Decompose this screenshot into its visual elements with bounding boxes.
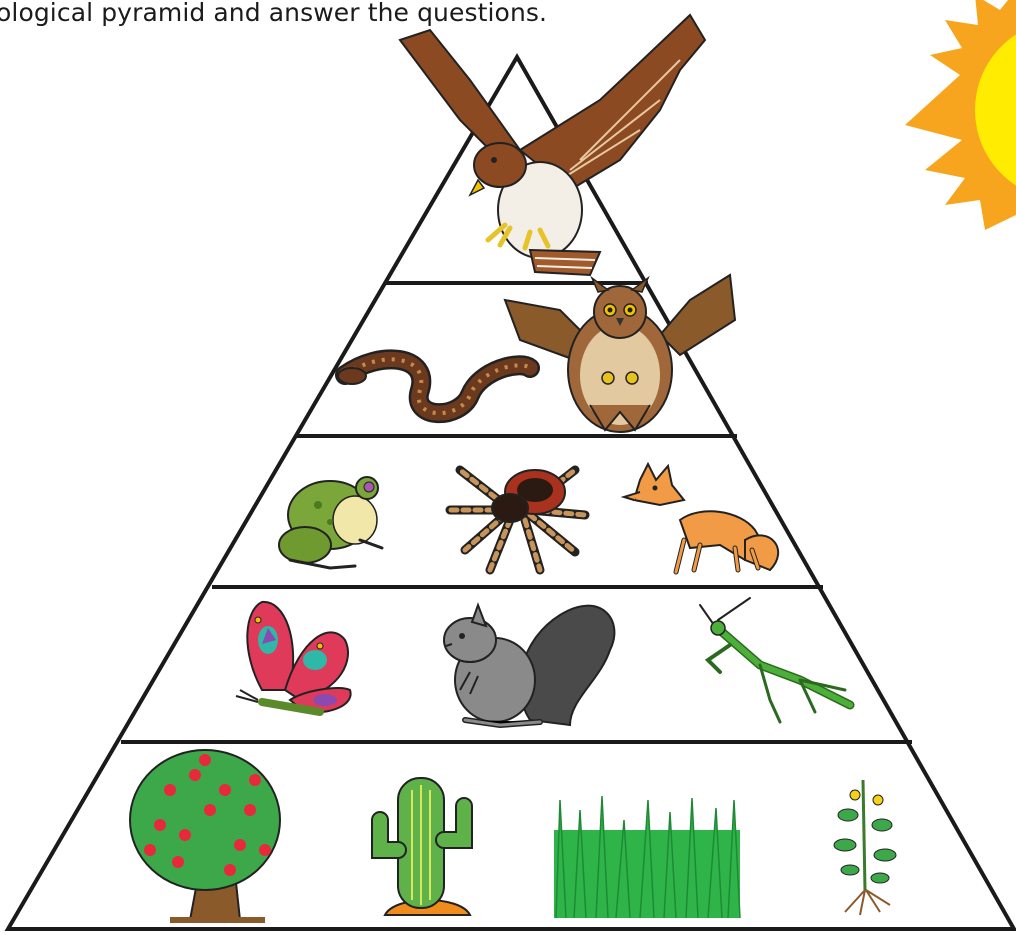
- grass-icon: [554, 796, 740, 918]
- cactus-icon: [380, 778, 470, 915]
- frog-icon: [279, 477, 382, 568]
- tomato-plant-icon: [834, 780, 896, 915]
- owl-icon: [505, 275, 735, 432]
- spider-icon: [450, 470, 585, 570]
- mantis-icon: [700, 598, 850, 722]
- apple-tree-icon: [130, 750, 280, 920]
- squirrel-icon: [444, 605, 614, 725]
- butterfly-icon: [236, 602, 351, 713]
- hawk-icon: [400, 15, 705, 275]
- sun-icon: [905, 0, 1016, 230]
- snake-icon: [338, 359, 530, 413]
- fox-icon: [624, 464, 778, 572]
